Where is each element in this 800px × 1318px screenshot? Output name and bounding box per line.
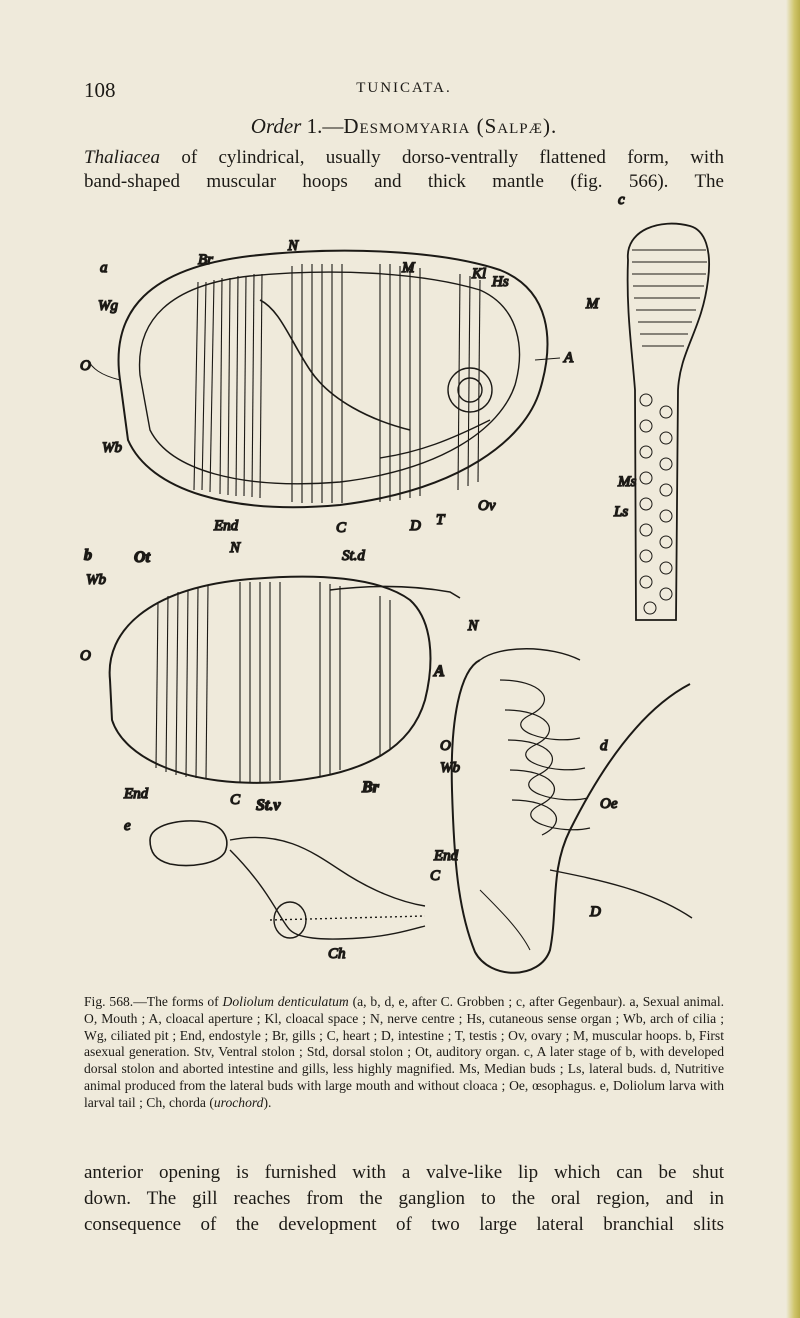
label-wb-b: Wb: [86, 572, 106, 588]
intro-line-1: Thaliacea of cylindrical, usually dorso-…: [84, 146, 724, 170]
body-line-2: down. The gill reaches from the ganglion…: [84, 1188, 724, 1209]
label-c-d: C: [430, 868, 441, 884]
label-ls: Ls: [613, 504, 628, 520]
label-fig-b: b: [84, 547, 92, 564]
order-number: 1.—: [301, 114, 344, 138]
order-prefix: Order: [250, 114, 302, 138]
page-edge-stain: [786, 0, 800, 1318]
label-wb-d: Wb: [440, 760, 460, 776]
running-head: TUNICATA.: [356, 80, 452, 96]
body-line-3: consequence of the development of two la…: [84, 1214, 724, 1235]
label-br-a: Br: [198, 252, 213, 268]
label-fig-d: d: [600, 738, 608, 754]
label-end-a: End: [213, 518, 239, 534]
label-fig-c: c: [618, 192, 625, 208]
figure-c-stolon: [626, 222, 710, 621]
figure-d-nutritive-animal: [450, 648, 693, 974]
figure-a-barrel: [87, 249, 561, 509]
label-d-d: D: [589, 904, 601, 920]
label-m-c: M: [585, 296, 600, 312]
label-fig-a: a: [100, 260, 108, 276]
label-n-d: N: [467, 618, 479, 634]
label-o-d: O: [440, 738, 451, 754]
figure-b-barrel: [108, 575, 461, 784]
label-end-d: End: [433, 848, 459, 864]
label-c-a: C: [336, 520, 347, 536]
figure-illustration: a Br N M Kl Hs Wg O A Wb End C D T Ov b …: [80, 191, 710, 974]
caption-genus: Doliolum denticulatum: [222, 994, 349, 1009]
label-kl: Kl: [471, 266, 486, 282]
label-m-a: M: [401, 260, 416, 276]
label-a-a: A: [563, 350, 574, 366]
caption-urochord: urochord: [213, 1094, 264, 1110]
label-stv: St.v: [256, 797, 281, 814]
page-header: 108 TUNICATA.: [84, 78, 724, 104]
figure-e-larva: [149, 820, 426, 940]
label-oe: Oe: [600, 796, 618, 812]
intro-line-1-rest: of cylindrical, usually dorso-ventrally …: [160, 147, 724, 168]
label-n-a: N: [287, 238, 299, 254]
label-d: D: [409, 518, 421, 534]
label-n-b: N: [229, 540, 241, 556]
label-std: St.d: [342, 548, 365, 564]
body-paragraph: anterior opening is furnished with a val…: [84, 1160, 724, 1238]
order-group-name: Desmomyaria: [343, 114, 471, 138]
order-synonym: (Salpæ).: [470, 114, 558, 138]
label-ov: Ov: [478, 498, 496, 514]
label-ot: Ot: [134, 549, 151, 566]
intro-line-2: band-shaped muscular hoops and thick man…: [84, 171, 724, 192]
label-ch: Ch: [328, 946, 346, 962]
body-line-1: anterior opening is furnished with a val…: [84, 1162, 724, 1183]
caption-text: —The forms of: [133, 994, 223, 1009]
label-o-a: O: [80, 358, 91, 374]
caption-fig-number: Fig. 568.: [84, 994, 134, 1009]
label-o-b: O: [80, 648, 91, 664]
intro-term: Thaliacea: [84, 147, 160, 168]
figure-caption: Fig. 568.—The forms of Doliolum denticul…: [84, 994, 724, 1112]
intro-paragraph: Thaliacea of cylindrical, usually dorso-…: [84, 146, 724, 194]
order-heading: Order 1.—Desmomyaria (Salpæ).: [84, 114, 724, 139]
page-number: 108: [84, 78, 116, 102]
label-wg: Wg: [98, 298, 118, 314]
label-end-b: End: [123, 786, 149, 802]
label-hs: Hs: [491, 274, 509, 290]
label-c-b: C: [230, 792, 241, 808]
label-wb-a: Wb: [102, 440, 122, 456]
label-br-b: Br: [361, 779, 380, 796]
label-ms: Ms: [617, 474, 636, 490]
label-t: T: [436, 512, 446, 528]
caption-end: ).: [263, 1094, 272, 1110]
figure-568: a Br N M Kl Hs Wg O A Wb End C D T Ov b …: [80, 190, 720, 982]
caption-text-2: (a, b, d, e, after C. Grobben ; c, after…: [84, 994, 724, 1110]
label-fig-e: e: [124, 818, 131, 834]
label-a-b: A: [433, 663, 445, 680]
